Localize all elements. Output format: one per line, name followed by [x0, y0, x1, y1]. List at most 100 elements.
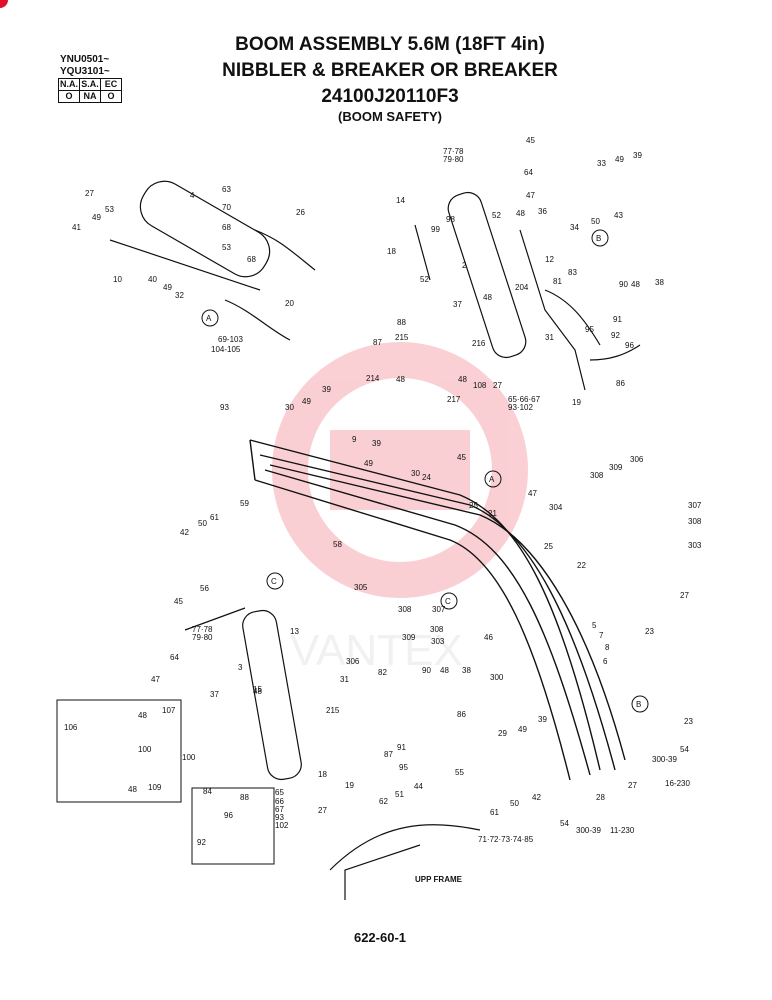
part-label: 48	[253, 687, 262, 696]
part-label: 44	[414, 782, 423, 791]
part-label: 34	[570, 223, 579, 232]
part-label: 18	[387, 247, 396, 256]
part-label: 100	[138, 745, 152, 754]
part-label: 49	[92, 213, 101, 222]
part-label: 309	[609, 463, 623, 472]
part-label: 12	[545, 255, 554, 264]
part-label: 52	[420, 275, 429, 284]
part-label: 16-230	[665, 779, 690, 788]
part-label: 68	[247, 255, 256, 264]
part-label: 77·78	[443, 147, 464, 156]
part-label: 5	[592, 621, 597, 630]
part-label: 109	[148, 783, 162, 792]
part-label: 23	[645, 627, 654, 636]
callout-a-2: A	[484, 470, 502, 488]
part-label: 6	[603, 657, 608, 666]
part-label: 25	[544, 542, 553, 551]
part-label: 100	[182, 753, 196, 762]
part-label: 20	[285, 299, 294, 308]
part-label: 217	[447, 395, 461, 404]
part-label: 29	[498, 729, 507, 738]
part-label: 18	[318, 770, 327, 779]
part-label: 56	[200, 584, 209, 593]
part-label: 54	[680, 745, 689, 754]
part-label: 7	[599, 631, 604, 640]
part-label: 93	[220, 403, 229, 412]
callout-c-2: C	[440, 592, 458, 610]
part-label: 27	[318, 806, 327, 815]
part-label: 28	[596, 793, 605, 802]
part-label: 214	[366, 374, 380, 383]
part-label: 300-39	[576, 826, 601, 835]
part-label: 32	[175, 291, 184, 300]
part-label: 81	[553, 277, 562, 286]
part-label: 304	[549, 503, 563, 512]
part-label: 215	[395, 333, 409, 342]
corner-marker	[0, 0, 8, 8]
part-label: 66	[275, 797, 284, 806]
title-line-1: BOOM ASSEMBLY 5.6M (18FT 4in)	[235, 34, 545, 55]
part-label: 96	[625, 341, 634, 350]
part-label: 300-39	[652, 755, 677, 764]
part-label: 308	[398, 605, 412, 614]
part-label: 92	[197, 838, 206, 847]
part-label: 306	[346, 657, 360, 666]
part-label: 48	[631, 280, 640, 289]
part-label: 303	[688, 541, 702, 550]
part-label: 48	[483, 293, 492, 302]
part-label: 93·102	[508, 403, 533, 412]
part-label: 48	[128, 785, 137, 794]
part-label: 61	[490, 808, 499, 817]
part-label: 82	[378, 668, 387, 677]
part-label: 216	[472, 339, 486, 348]
part-label: 27	[85, 189, 94, 198]
part-label: 45	[457, 453, 466, 462]
part-label: 98	[446, 215, 455, 224]
part-label: 42	[532, 793, 541, 802]
part-label: 91	[397, 743, 406, 752]
part-label: 55	[455, 768, 464, 777]
part-label: 48	[458, 375, 467, 384]
part-label: 2	[462, 261, 467, 270]
part-label: 99	[431, 225, 440, 234]
part-label: 70	[222, 203, 231, 212]
svg-text:A: A	[206, 314, 212, 323]
callout-a: A	[201, 309, 219, 327]
part-label: 37	[210, 690, 219, 699]
svg-text:B: B	[596, 234, 601, 243]
part-label: 63	[222, 185, 231, 194]
title-line-2: NIBBLER & BREAKER OR BREAKER	[222, 60, 558, 81]
part-label: 39	[538, 715, 547, 724]
part-label: 96	[224, 811, 233, 820]
part-label: 307	[688, 501, 702, 510]
part-label: 71·72·73·74·85	[478, 835, 534, 844]
part-label: 52	[492, 211, 501, 220]
part-label: 303	[431, 637, 445, 646]
part-label: 88	[240, 793, 249, 802]
part-label: 38	[655, 278, 664, 287]
part-label: 24	[422, 473, 431, 482]
detail-inset-bottom	[191, 787, 275, 865]
part-label: 4	[190, 191, 195, 200]
part-label: 50	[510, 799, 519, 808]
part-label: 79·80	[192, 633, 213, 642]
part-label: 308	[688, 517, 702, 526]
part-label: 21	[488, 509, 497, 518]
part-label: 47	[528, 489, 537, 498]
part-label: 14	[396, 196, 405, 205]
region-flags-table: N.A. S.A. EC O NA O	[58, 78, 122, 103]
part-label: 15	[253, 685, 262, 694]
part-label: 104-105	[211, 345, 241, 354]
part-label: 79·80	[443, 155, 464, 164]
flag-value-na: O	[58, 90, 80, 103]
part-label: 49	[163, 283, 172, 292]
page-number: 622-60-1	[353, 930, 407, 945]
part-label: 22	[577, 561, 586, 570]
part-label: 36	[538, 207, 547, 216]
part-label: 48	[516, 209, 525, 218]
part-label: 33	[597, 159, 606, 168]
part-label: 11-230	[610, 826, 635, 835]
arm-cylinder-group	[109, 180, 316, 341]
part-label: 309	[402, 633, 416, 642]
